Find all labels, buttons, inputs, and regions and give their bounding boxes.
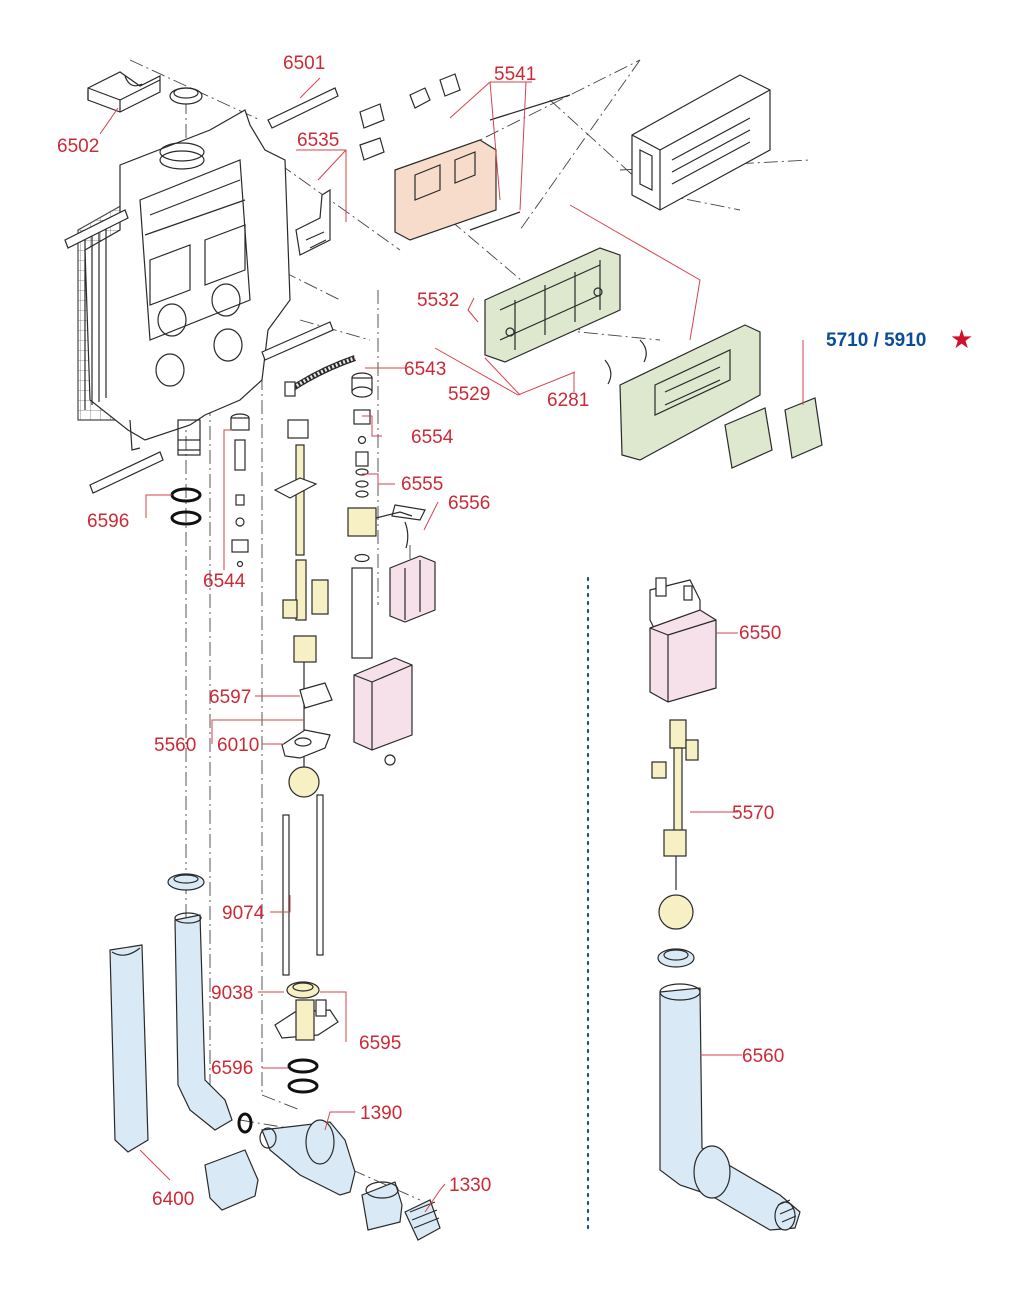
part-6535-bracket	[295, 188, 331, 256]
label-6010: 6010	[217, 735, 259, 756]
label-5710-5910: 5710 / 5910	[826, 330, 926, 351]
part-6544-small-stack	[230, 413, 250, 568]
label-5541: 5541	[494, 64, 536, 85]
label-1390: 1390	[360, 1103, 402, 1124]
part-cistern-frame	[77, 109, 291, 456]
label-6555: 6555	[401, 474, 443, 495]
part-5560-fill-valve	[273, 419, 333, 798]
label-6543: 6543	[404, 359, 446, 380]
star-marker: ★	[950, 325, 973, 355]
part-1390-connector	[259, 1119, 356, 1196]
part-labels: 6502 6501 6535 5541 5532 5529 6281 6543 …	[57, 53, 973, 1210]
label-6554: 6554	[411, 427, 454, 448]
part-6502-clip	[87, 71, 161, 113]
label-6595: 6595	[359, 1033, 401, 1054]
part-6596-orings-lower	[287, 1058, 319, 1094]
label-6400: 6400	[152, 1189, 194, 1210]
label-1330: 1330	[449, 1175, 491, 1196]
label-6544: 6544	[203, 571, 246, 592]
part-6501-brackets	[64, 87, 339, 494]
leader-lines	[99, 77, 804, 1213]
part-5710-flush-plate	[604, 324, 823, 469]
part-6595-valve-base	[274, 981, 339, 1041]
label-6556: 6556	[448, 493, 490, 514]
part-5570-fill-valve	[651, 719, 699, 930]
label-6596-upper: 6596	[87, 511, 129, 532]
part-6400-outlet-pipes	[109, 873, 259, 1211]
part-6560-outlet-pipe	[657, 948, 801, 1231]
part-6556-valve-body	[347, 504, 426, 563]
label-6550: 6550	[739, 623, 781, 644]
part-wall-housing	[631, 74, 771, 211]
part-float-chamber	[351, 555, 436, 766]
label-5532: 5532	[417, 290, 459, 311]
part-6554-valve-stack	[351, 372, 373, 498]
part-mounting-frame	[484, 247, 621, 363]
label-5529: 5529	[448, 384, 490, 405]
label-6535: 6535	[297, 130, 339, 151]
label-5570: 5570	[732, 803, 774, 824]
label-6597: 6597	[209, 687, 251, 708]
part-9074-rods	[282, 794, 324, 976]
part-top-ring	[169, 87, 203, 105]
part-1330-cap	[361, 1181, 441, 1241]
label-9038: 9038	[211, 983, 253, 1004]
part-5541-actuator-plate	[359, 73, 571, 241]
label-6281: 6281	[547, 390, 589, 411]
part-6550-tank	[649, 577, 717, 703]
label-6596-lower: 6596	[211, 1058, 253, 1079]
label-9074: 9074	[222, 903, 265, 924]
part-6543-hose	[284, 355, 356, 397]
label-6501: 6501	[283, 53, 325, 74]
label-6560: 6560	[742, 1046, 784, 1067]
label-6502: 6502	[57, 136, 99, 157]
label-5560: 5560	[154, 735, 196, 756]
